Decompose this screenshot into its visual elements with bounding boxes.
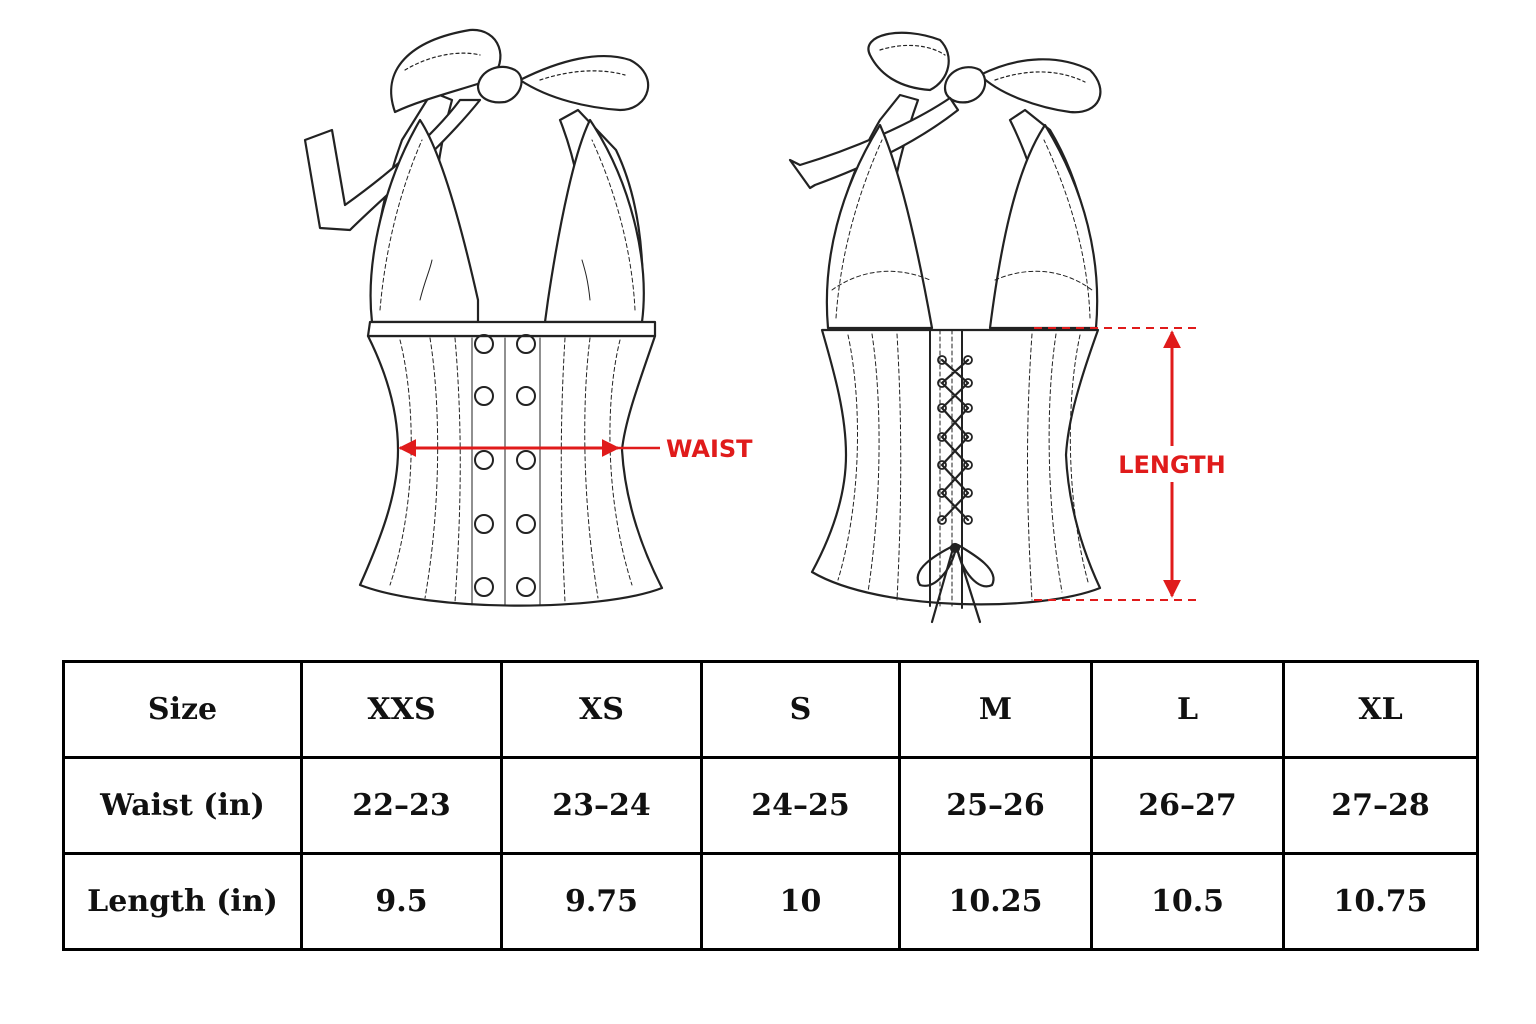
header-cell: XS — [500, 660, 703, 759]
table-cell: 26–27 — [1090, 756, 1285, 855]
front-cups — [369, 118, 645, 324]
garment-illustration: WAIST — [303, 28, 1232, 624]
front-corset-body — [358, 334, 664, 607]
table-cell: 24–25 — [700, 756, 901, 855]
row-label: Length (in) — [62, 852, 303, 951]
header-cell: Size — [62, 660, 303, 759]
back-boning-seams — [837, 333, 1089, 601]
header-cell: XL — [1282, 660, 1479, 759]
front-busk-buttons — [474, 334, 536, 597]
length-label: LENGTH — [1118, 451, 1226, 479]
row-label: Waist (in) — [62, 756, 303, 855]
waist-measurement: WAIST — [398, 435, 753, 463]
table-row-size: Size XXS XS S M L XL — [62, 660, 1479, 759]
length-measurement: LENGTH — [1034, 327, 1232, 601]
header-cell: L — [1090, 660, 1285, 759]
table-cell: 10.5 — [1090, 852, 1285, 951]
back-eyelets — [937, 355, 973, 525]
table-row-waist: Waist (in) 22–23 23–24 24–25 25–26 26–27… — [62, 756, 1479, 855]
size-chart-table: Size XXS XS S M L XL Waist (in) 22–23 23… — [62, 660, 1479, 951]
back-view-corset — [788, 31, 1102, 624]
table-cell: 9.75 — [500, 852, 703, 951]
table-cell: 25–26 — [898, 756, 1093, 855]
table-cell: 22–23 — [300, 756, 503, 855]
front-view-corset — [303, 28, 664, 607]
table-cell: 9.5 — [300, 852, 503, 951]
table-cell: 10 — [700, 852, 901, 951]
back-cups — [825, 123, 1099, 330]
table-cell: 27–28 — [1282, 756, 1479, 855]
waist-label: WAIST — [666, 435, 753, 463]
table-row-length: Length (in) 9.5 9.75 10 10.25 10.5 10.75 — [62, 852, 1479, 951]
back-lacing — [916, 358, 995, 624]
table-cell: 10.75 — [1282, 852, 1479, 951]
back-corset-body — [810, 328, 1102, 606]
header-cell: S — [700, 660, 901, 759]
table-cell: 23–24 — [500, 756, 703, 855]
header-cell: M — [898, 660, 1093, 759]
header-cell: XXS — [300, 660, 503, 759]
table-cell: 10.25 — [898, 852, 1093, 951]
